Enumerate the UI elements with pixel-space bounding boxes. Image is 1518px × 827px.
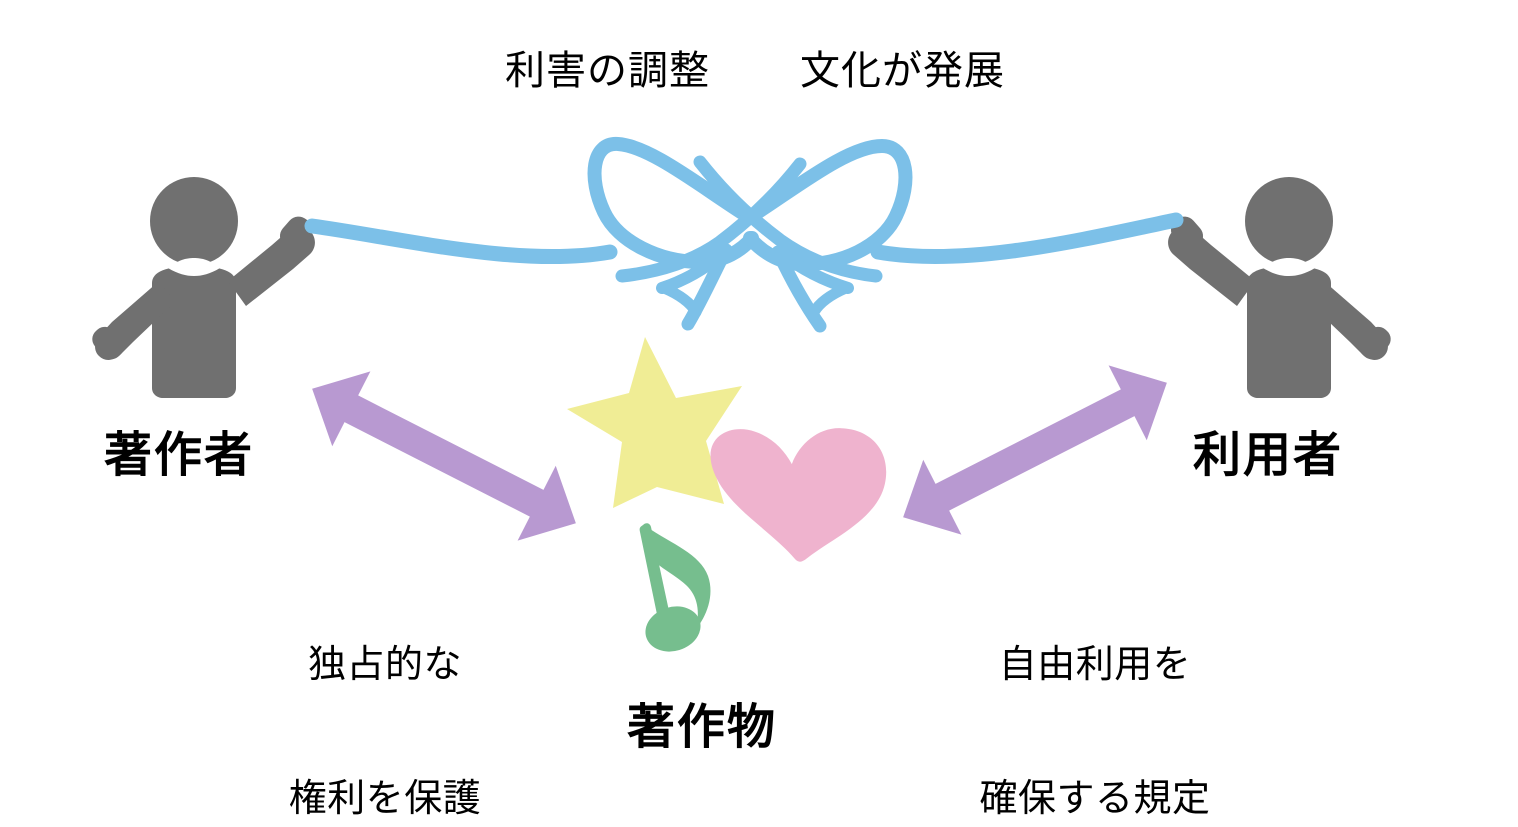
caption-author-line1: 独占的な bbox=[307, 643, 462, 686]
heart-icon bbox=[710, 428, 887, 562]
caption-user-line1: 自由利用を bbox=[998, 643, 1192, 686]
double-arrow-author-to-work bbox=[312, 371, 576, 541]
caption-author-side: 独占的な 権利を保護 bbox=[255, 553, 515, 827]
person-author-figure bbox=[92, 177, 315, 398]
caption-user-side: 自由利用を 確保する規定 bbox=[955, 553, 1235, 827]
headline-culture-development: 文化が発展 bbox=[800, 49, 1005, 93]
double-arrow-user-to-work bbox=[903, 365, 1167, 535]
caption-author-line2: 権利を保護 bbox=[288, 778, 482, 821]
label-author: 著作者 bbox=[104, 429, 255, 482]
ribbon-bow bbox=[304, 137, 1184, 333]
music-note-icon bbox=[639, 523, 711, 652]
star-icon bbox=[567, 337, 742, 508]
headline-interest-adjustment: 利害の調整 bbox=[505, 49, 710, 93]
label-work: 著作物 bbox=[627, 701, 778, 754]
label-user: 利用者 bbox=[1193, 429, 1344, 482]
caption-user-line2: 確保する規定 bbox=[979, 778, 1211, 821]
person-user-figure bbox=[1168, 177, 1391, 398]
